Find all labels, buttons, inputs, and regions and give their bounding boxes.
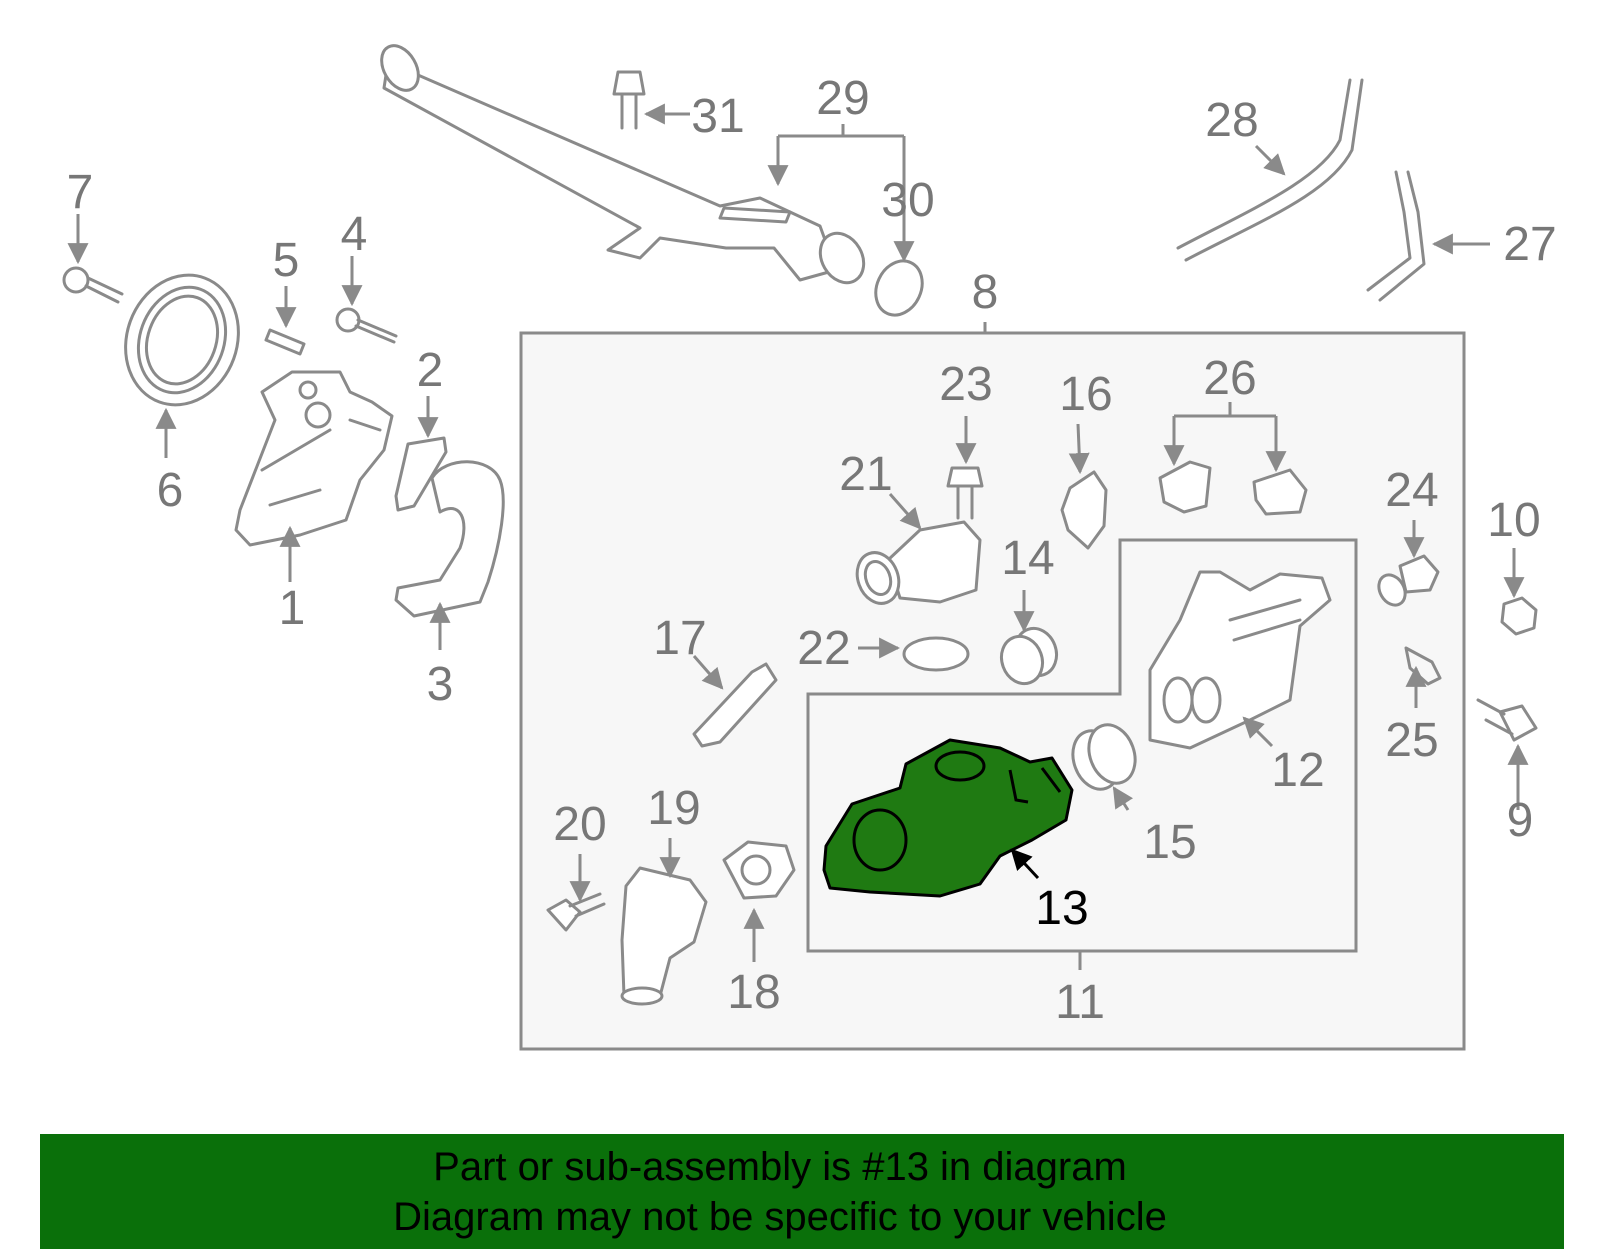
pulley-part-6 <box>124 273 240 407</box>
callout-23: 23 <box>939 358 992 411</box>
o-ring-part-22 <box>902 636 970 672</box>
gasket-part-2 <box>394 436 448 512</box>
leader-lines <box>67 103 1529 970</box>
callout-31: 31 <box>691 90 744 143</box>
thermostat-housing-part-12 <box>1148 570 1332 750</box>
bolt-part-23 <box>946 466 984 520</box>
callout-20: 20 <box>553 798 606 851</box>
callout-labels: 1 2 3 4 5 6 7 8 9 10 11 12 13 14 15 16 1… <box>67 72 1557 1029</box>
info-banner: Part or sub-assembly is #13 in diagram D… <box>40 1134 1564 1249</box>
gasket-part-3 <box>394 460 505 618</box>
pin-part-5 <box>264 328 306 356</box>
seal-part-15 <box>1071 723 1137 791</box>
callout-30: 30 <box>881 174 934 227</box>
water-pump-part <box>234 370 394 547</box>
bolt-part-4 <box>335 307 398 344</box>
bolt-part-31 <box>612 70 646 130</box>
callout-21: 21 <box>839 448 892 501</box>
gasket-part-17 <box>692 662 778 748</box>
callout-7: 7 <box>67 166 94 219</box>
highlighted-part-13 <box>822 738 1074 898</box>
fitting-part-26 <box>1158 460 1308 516</box>
callout-17: 17 <box>653 612 706 665</box>
callout-6: 6 <box>157 464 184 517</box>
clip-part-25 <box>1404 646 1442 686</box>
housing-part-21 <box>855 520 982 605</box>
callout-13: 13 <box>1035 882 1088 935</box>
callout-18: 18 <box>727 966 780 1019</box>
callout-25: 25 <box>1385 714 1438 767</box>
callout-27: 27 <box>1503 218 1556 271</box>
callout-12: 12 <box>1271 744 1324 797</box>
o-ring-part-30 <box>874 259 924 317</box>
callout-24: 24 <box>1385 464 1438 517</box>
coolant-pipe-part-29 <box>380 44 866 285</box>
callout-2: 2 <box>417 344 444 397</box>
callout-11: 11 <box>1055 976 1105 1029</box>
callout-26: 26 <box>1203 352 1256 405</box>
hose-part-28 <box>1176 78 1364 262</box>
callout-1: 1 <box>279 582 306 635</box>
banner-line-disclaimer: Diagram may not be specific to your vehi… <box>393 1195 1167 1239</box>
bolt-part-7 <box>62 266 124 304</box>
banner-line-part-number: Part or sub-assembly is #13 in diagram <box>433 1145 1127 1189</box>
callout-29: 29 <box>816 72 869 125</box>
callout-9: 9 <box>1507 794 1534 847</box>
callout-3: 3 <box>427 658 454 711</box>
callout-15: 15 <box>1143 816 1196 869</box>
callout-16: 16 <box>1059 368 1112 421</box>
callout-10: 10 <box>1487 494 1540 547</box>
nut-part-10 <box>1500 596 1538 636</box>
callout-19: 19 <box>647 782 700 835</box>
callout-14: 14 <box>1001 532 1054 585</box>
thermostat-part-18 <box>722 840 796 900</box>
hose-part-27 <box>1366 170 1426 302</box>
callout-28: 28 <box>1205 94 1258 147</box>
seal-part-14 <box>999 626 1059 686</box>
callout-4: 4 <box>341 208 368 261</box>
callout-8: 8 <box>972 266 999 319</box>
gasket-part-16 <box>1060 470 1108 550</box>
callout-22: 22 <box>797 622 850 675</box>
bolt-part-9 <box>1476 698 1538 742</box>
sensor-part-24 <box>1377 554 1440 607</box>
callout-5: 5 <box>273 234 300 287</box>
